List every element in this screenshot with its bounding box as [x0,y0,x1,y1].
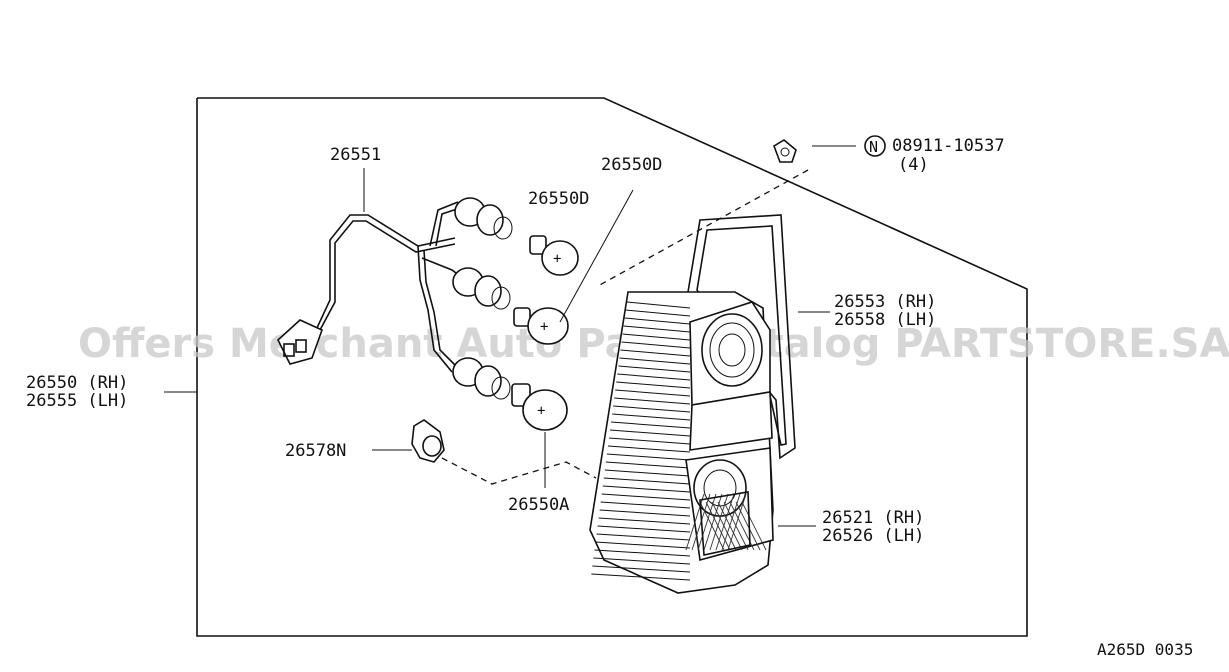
assembly-boundary [196,97,1028,637]
figure-code: A265D 0035 [1097,640,1193,659]
grommet-icon [411,419,445,463]
nut-symbol: N [864,135,886,157]
callout-bulb-d-mid: 26550D [528,189,589,209]
bulb-icon: + + + [511,235,579,431]
callout-bulb-d-top: 26550D [601,155,662,175]
callout-gasket-rh: 26553 (RH) [834,292,936,312]
callout-assembly-lh: 26555 (LH) [26,391,128,411]
connector-icon [277,319,324,365]
callout-assembly-rh: 26550 (RH) [26,373,128,393]
callout-harness: 26551 [330,145,381,165]
callout-gasket-lh: 26558 (LH) [834,310,936,330]
tail-lamp-icon [589,291,774,594]
svg-text:+: + [553,251,561,267]
callout-grommet: 26578N [285,441,346,461]
clip-icon [773,139,797,163]
callout-clip-qty: (4) [898,155,929,175]
svg-text:N: N [869,138,878,156]
svg-text:+: + [540,319,548,335]
svg-text:+: + [537,403,545,419]
callout-lens-lh: 26526 (LH) [822,526,924,546]
wiring-harness [315,201,461,373]
callout-bulb-a: 26550A [508,495,569,515]
bulb-socket-icon [452,197,513,400]
callout-lens-rh: 26521 (RH) [822,508,924,528]
callout-clip-part: 08911-10537 [892,136,1005,156]
